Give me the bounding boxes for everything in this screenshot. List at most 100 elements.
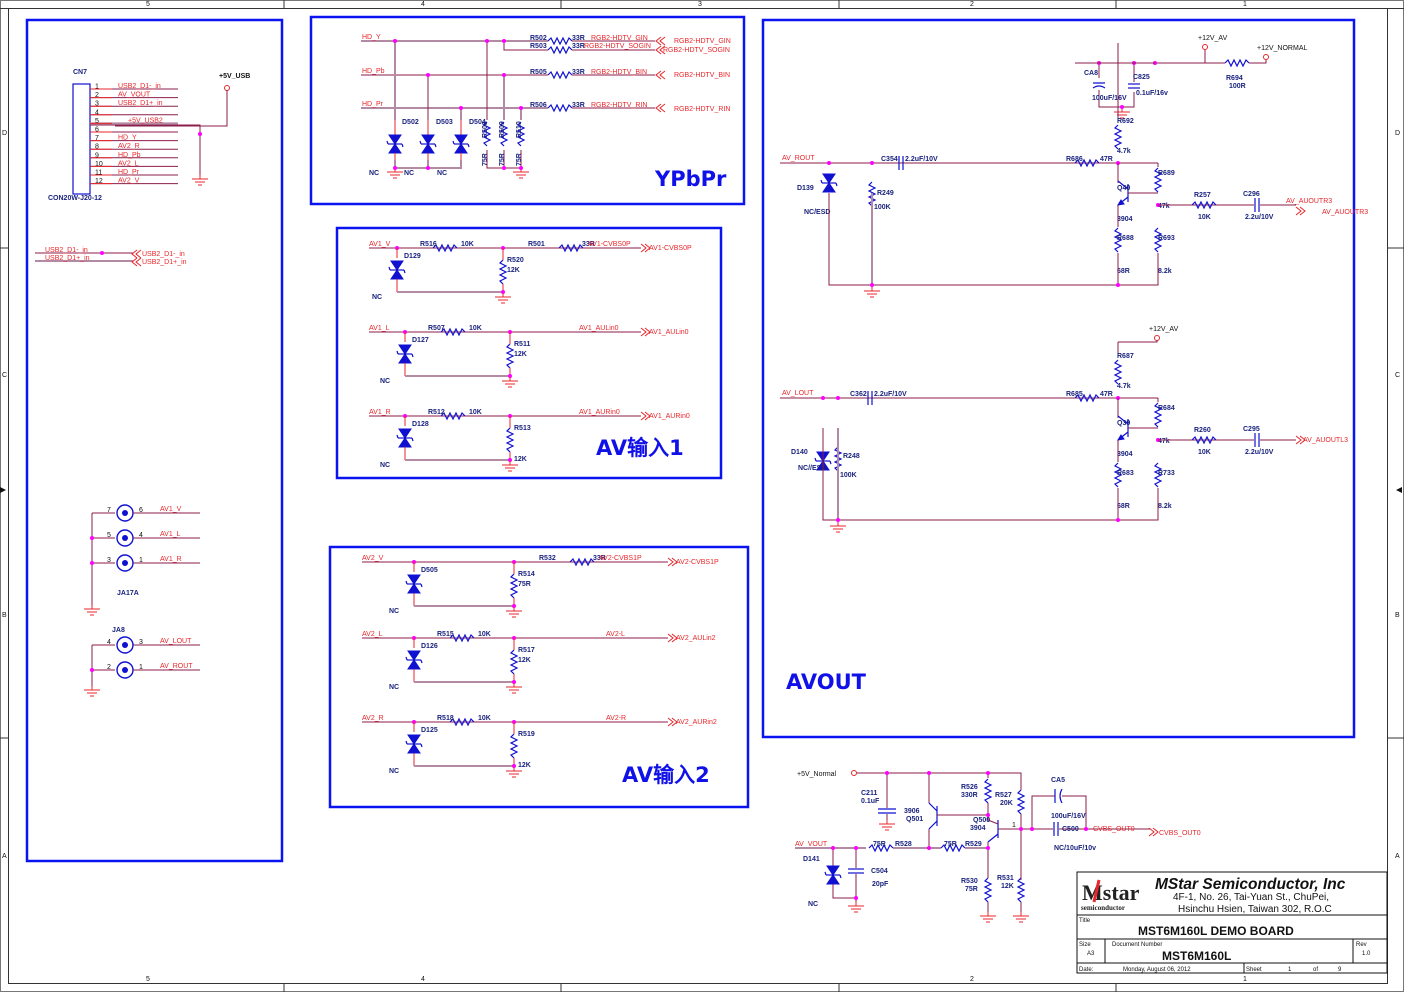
diode-ref: D141: [803, 856, 820, 863]
resistor-value: 75R: [965, 886, 978, 893]
ground-icon: [501, 376, 519, 388]
transistor-part: 3906: [904, 808, 920, 815]
size-value: A3: [1087, 951, 1095, 957]
resistor-value: 10K: [469, 325, 482, 332]
revision: 1.0: [1362, 951, 1371, 957]
resistor-value: 12K: [518, 657, 531, 664]
rev-label: Rev: [1356, 942, 1367, 948]
net-label: HD_Y: [118, 135, 137, 142]
transistor-part: 3904: [970, 825, 986, 832]
size-label: Size: [1079, 942, 1091, 948]
offpage-port: USB2_D1+_in: [142, 259, 187, 266]
company-address-2: Hsinchu Hsien, Taiwan 302, R.O.C: [1178, 904, 1332, 915]
jack-ref: JA8: [112, 627, 125, 634]
block-border: [335, 226, 723, 480]
avout-block: AVOUT +12V_AV +12V_NORMAL R694 100R CA8 …: [761, 18, 1368, 739]
capacitor-value: 2.2uF/10V: [905, 156, 938, 163]
resistor-ref: R508: [482, 121, 489, 138]
resistor-value: 10K: [478, 715, 491, 722]
junction-dot: [1116, 518, 1120, 522]
resistor-value: 33R: [593, 555, 606, 562]
wire: [1118, 340, 1158, 343]
input-net: AV_ROUT: [782, 155, 815, 162]
resistor-value: 68R: [1117, 268, 1130, 275]
offpage-port: AV2_AURin2: [676, 719, 717, 726]
junction-dot: [827, 161, 831, 165]
rca-pin-icon: [122, 560, 128, 566]
pin-number: 1: [139, 664, 143, 671]
capacitor-ref: C296: [1243, 191, 1260, 198]
resistor-ref: R529: [965, 841, 982, 848]
offpage-port: RGB2-HDTV_GIN: [674, 38, 731, 45]
resistor-ref: R687: [1117, 353, 1134, 360]
ground-icon: [829, 521, 847, 533]
capacitor-ref: C295: [1243, 426, 1260, 433]
power-label: +5V_Normal: [797, 771, 837, 778]
pin-number: 11: [95, 170, 102, 177]
input-net: HD_Y: [362, 34, 381, 41]
resistor-value: 100R: [1229, 83, 1246, 90]
net-label: AV2_L: [118, 160, 139, 167]
capacitor-value: NC/10uF/10v: [1054, 845, 1096, 852]
net-label: AV1_L: [160, 531, 181, 538]
junction-dot: [821, 396, 825, 400]
resistor-value: 20K: [1000, 800, 1013, 807]
company-logo: Mstar semiconductor: [1081, 879, 1140, 912]
junction-dot: [870, 283, 874, 287]
net-label: AV1_AULin0: [579, 325, 619, 332]
diode-ref: D139: [797, 185, 814, 192]
net-label: AV1_R: [160, 556, 182, 563]
row-label: A: [1395, 853, 1400, 860]
column-label: 1: [1243, 1, 1247, 8]
column-label: 4: [421, 1, 425, 8]
diode-ref: D126: [421, 643, 438, 650]
resistor-ref: R530: [961, 878, 978, 885]
net-label: AV2-R: [606, 715, 626, 722]
resistor-ref: R519: [518, 731, 535, 738]
tvs-diode-icon: [388, 260, 406, 280]
resistor-value: 4.7k: [1117, 148, 1131, 155]
capacitor-ref: C354: [881, 156, 898, 163]
resistor-value: 100K: [840, 472, 857, 479]
pin-number: 2: [95, 92, 99, 99]
net-label: RGB2-HDTV_RIN: [591, 102, 647, 109]
block-border: [761, 18, 1356, 739]
junction-dot: [512, 764, 516, 768]
nc-label: NC: [389, 608, 399, 615]
offpage-port: RGB2-HDTV_SOGIN: [663, 47, 730, 54]
power-label: +12V_NORMAL: [1257, 45, 1307, 52]
resistor-icon: [506, 343, 514, 369]
resistor-ref: R260: [1194, 427, 1211, 434]
resistor-ref: R689: [1158, 170, 1175, 177]
sheet-label: Sheet: [1246, 967, 1262, 973]
offpage-port: AV_AUOUTL3: [1303, 437, 1348, 444]
resistor-ref: R513: [514, 425, 531, 432]
resistor-value: 8.2k: [1158, 503, 1172, 510]
title-label: Title: [1079, 918, 1091, 924]
capacitor-value: 2.2u/10V: [1245, 214, 1274, 221]
capacitor-value: 20pF: [872, 881, 889, 888]
net-label: AV1_AURin0: [579, 409, 620, 416]
diode-note: NC//ESD: [798, 465, 826, 472]
wire: [822, 428, 1159, 521]
offpage-port: AV2_AULin2: [676, 635, 716, 642]
resistor-value: 47R: [1100, 156, 1113, 163]
resistor-value: 12K: [518, 762, 531, 769]
nc-label: NC: [372, 294, 382, 301]
block-title: AV输入2: [622, 763, 710, 787]
nc-label: NC: [380, 462, 390, 469]
ground-icon: [505, 682, 523, 694]
resistor-ref: R506: [530, 102, 547, 109]
column-label: 5: [146, 1, 150, 8]
diode-ref: D125: [421, 727, 438, 734]
resistor-value: 330R: [961, 792, 978, 799]
resistor-value: 100K: [874, 204, 891, 211]
transistor-part: 3904: [1117, 451, 1133, 458]
junction-dot: [512, 680, 516, 684]
logo-text: Mstar: [1082, 880, 1140, 905]
nc-label: NC: [808, 901, 818, 908]
connector-ref: CN7: [73, 69, 87, 76]
resistor-ref: R515: [437, 631, 454, 638]
transistor-ref: Q500: [973, 817, 990, 824]
